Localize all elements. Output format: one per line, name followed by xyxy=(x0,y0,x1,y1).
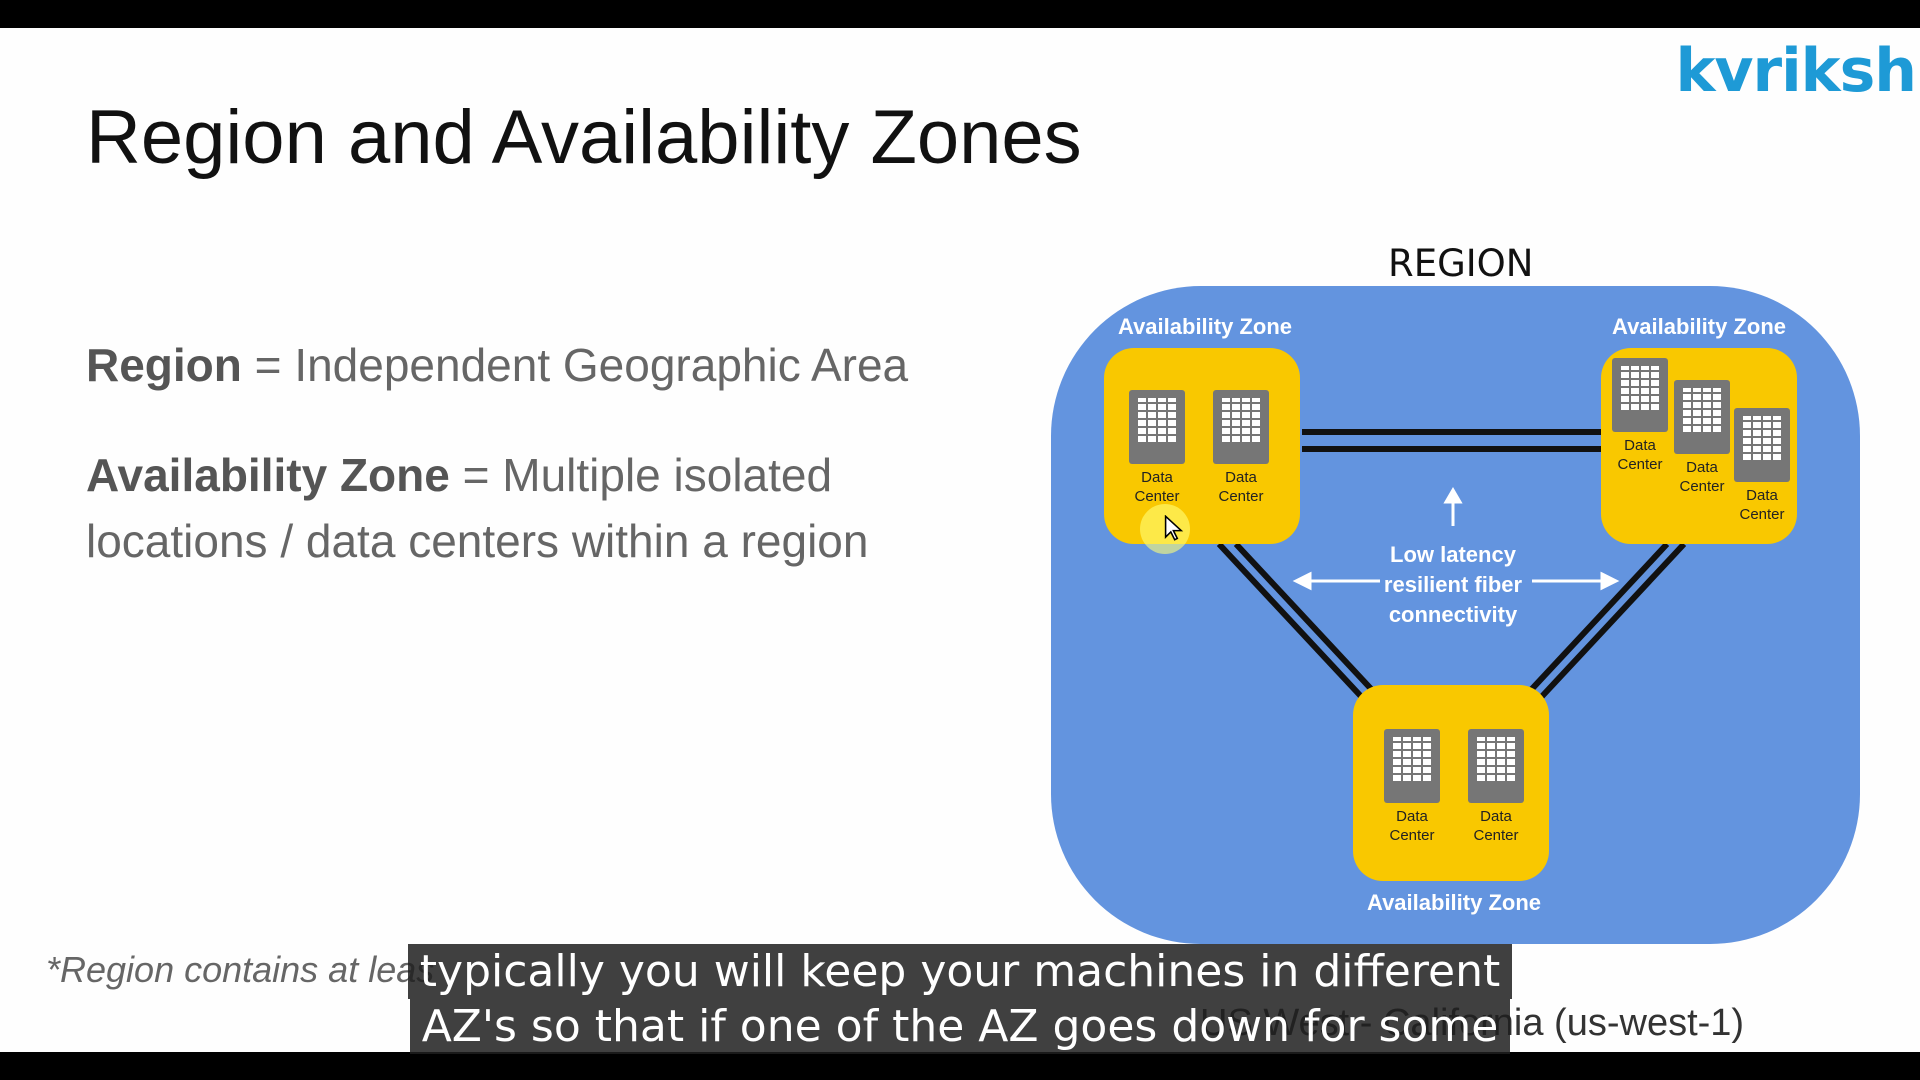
data-center: Data Center xyxy=(1669,380,1735,496)
caption-line-2: AZ's so that if one of the AZ goes down … xyxy=(409,999,1511,1054)
arrow-up-head xyxy=(1443,487,1463,504)
fiber-line xyxy=(1530,541,1687,709)
data-center: Data Center xyxy=(1379,729,1445,845)
fiber-links xyxy=(1216,429,1687,709)
arrow-right-head xyxy=(1600,571,1620,591)
footnote: *Region contains at leas xyxy=(46,949,435,990)
bullet-region: Region = Independent Geographic Area xyxy=(86,332,908,398)
data-center: Data Center xyxy=(1208,390,1274,506)
slide-title: Region and Availability Zones xyxy=(86,95,1082,180)
bullet-definition: = Multiple isolated locations / data cen… xyxy=(86,449,869,567)
bullet-definition: = Independent Geographic Area xyxy=(241,339,909,391)
server-building-icon xyxy=(1612,358,1668,432)
slide: kvriksh Region and Availability Zones Re… xyxy=(0,28,1920,1052)
az-label-3: Availability Zone xyxy=(1367,890,1542,915)
fiber-line xyxy=(1233,541,1390,709)
server-building-icon xyxy=(1734,408,1790,482)
server-building-icon xyxy=(1384,729,1440,803)
server-building-icon xyxy=(1468,729,1524,803)
data-center: Data Center xyxy=(1607,358,1673,474)
connectivity-label: Low latency resilient fiber connectivity xyxy=(1383,542,1523,627)
video-caption: typically you will keep your machines in… xyxy=(0,944,1920,1054)
kvriksh-logo: kvriksh xyxy=(1675,36,1917,106)
bullet-term: Region xyxy=(86,339,242,391)
mouse-cursor-icon xyxy=(1164,515,1184,541)
availability-zone-2: Data Center Data Center Data Center xyxy=(1601,348,1797,544)
availability-zone-3: Data Center Data Center xyxy=(1353,685,1549,881)
server-building-icon xyxy=(1129,390,1185,464)
availability-zone-1: Data Center Data Center xyxy=(1104,348,1300,544)
server-building-icon xyxy=(1674,380,1730,454)
az-label-2: Availability Zone xyxy=(1612,314,1787,339)
data-center: Data Center xyxy=(1124,390,1190,506)
arrow-left-head xyxy=(1292,571,1312,591)
region-label: REGION xyxy=(1388,242,1534,285)
data-center: Data Center xyxy=(1463,729,1529,845)
caption-line-1: typically you will keep your machines in… xyxy=(407,944,1513,999)
fiber-line xyxy=(1216,541,1373,709)
az-label-1: Availability Zone xyxy=(1118,314,1293,339)
data-center: Data Center xyxy=(1729,408,1795,524)
bullet-availability-zone: Availability Zone = Multiple isolated lo… xyxy=(86,442,986,574)
fiber-line xyxy=(1513,541,1670,709)
server-building-icon xyxy=(1213,390,1269,464)
bullet-term: Availability Zone xyxy=(86,449,450,501)
